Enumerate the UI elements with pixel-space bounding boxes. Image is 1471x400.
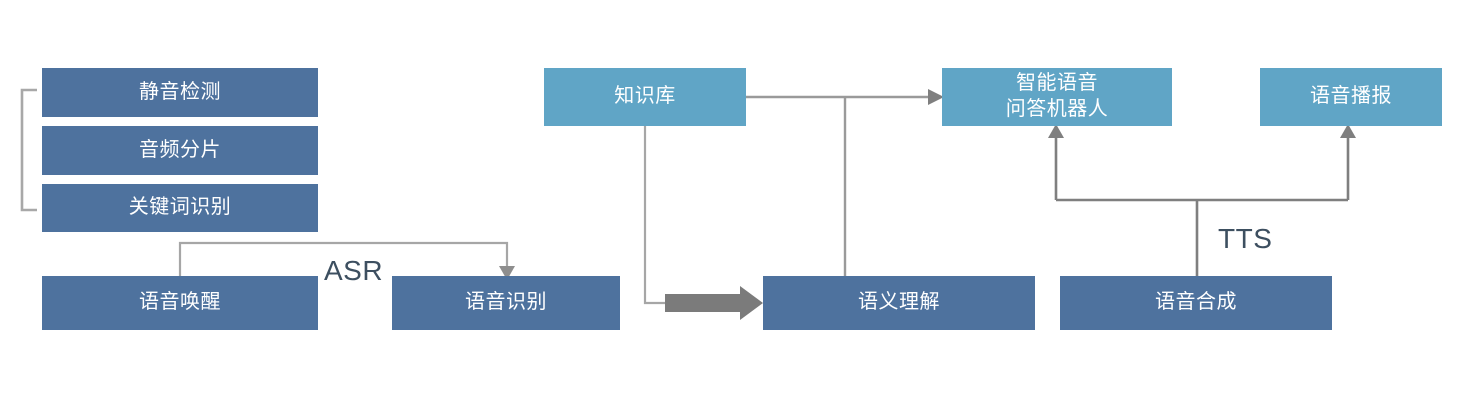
node-label: 静音检测 (139, 80, 221, 103)
node-speech-recognition[interactable]: 语音识别 (392, 276, 620, 330)
node-audio-slicing[interactable]: 音频分片 (42, 126, 318, 175)
node-label: 语音合成 (1155, 291, 1237, 314)
node-silence-detection[interactable]: 静音检测 (42, 68, 318, 117)
node-voice-broadcast[interactable]: 语音播报 (1260, 68, 1442, 126)
node-label: 语音唤醒 (139, 291, 221, 314)
node-speech-synthesis[interactable]: 语音合成 (1060, 276, 1332, 330)
block-arrow-to-semantic-understanding (665, 286, 763, 320)
node-qa-robot[interactable]: 智能语音 问答机器人 (942, 68, 1172, 126)
node-semantic-understanding[interactable]: 语义理解 (763, 276, 1035, 330)
edge-label-asr: ASR (324, 255, 384, 286)
edge-label-tts: TTS (1218, 223, 1273, 254)
node-label: 关键词识别 (128, 196, 232, 219)
node-knowledge-base[interactable]: 知识库 (544, 68, 746, 126)
node-label: 智能语音 问答机器人 (1005, 72, 1109, 120)
node-label: 语音播报 (1310, 85, 1392, 108)
arrowhead-voice-broadcast (1340, 124, 1356, 138)
node-label: 音频分片 (139, 138, 221, 161)
node-label: 语义理解 (858, 291, 940, 314)
group-bracket (20, 88, 37, 212)
node-label: 知识库 (614, 85, 676, 108)
arrowhead-qa-robot-bottom (1048, 124, 1064, 138)
node-voice-wakeup[interactable]: 语音唤醒 (42, 276, 318, 330)
node-label: 语音识别 (465, 291, 547, 314)
node-keyword-spotting[interactable]: 关键词识别 (42, 184, 318, 232)
edge-knowledge-base-to-semantic-understanding (643, 126, 672, 305)
